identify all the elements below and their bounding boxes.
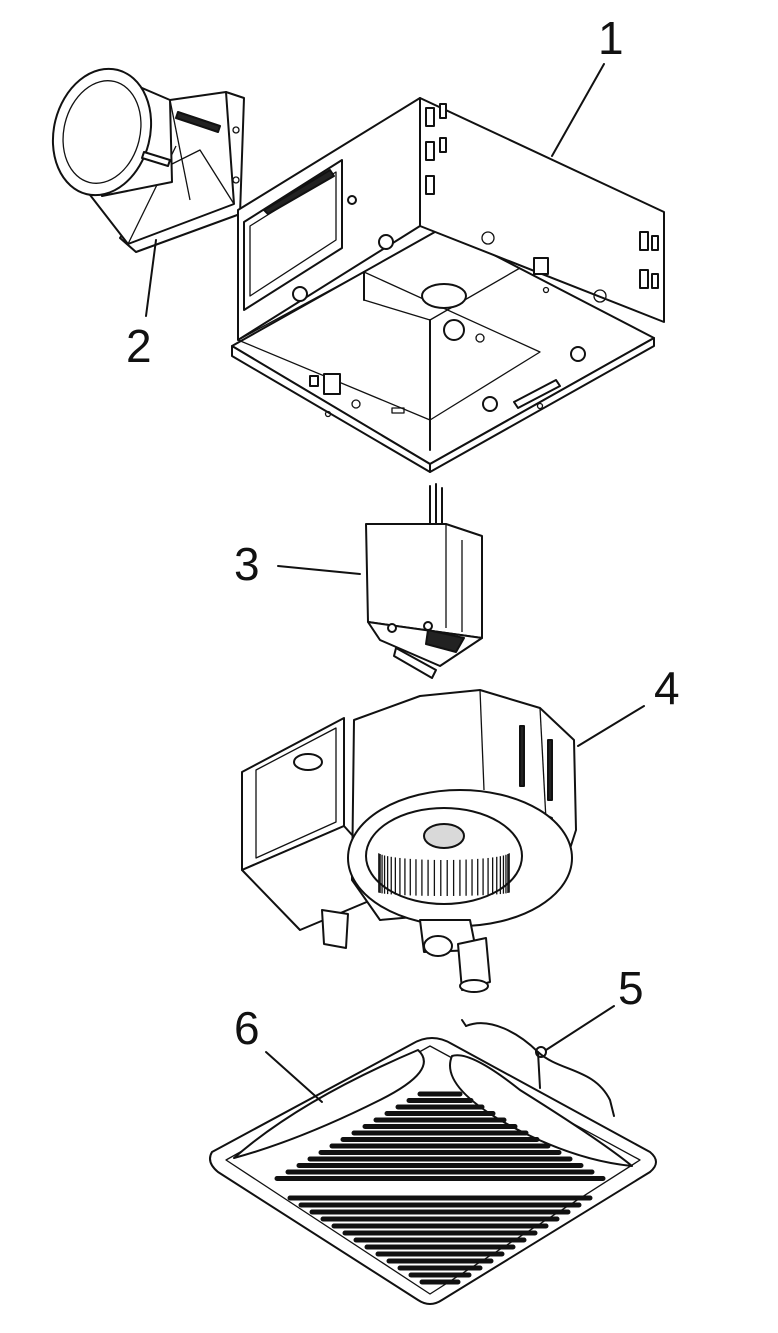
callout-4-label: 4: [654, 662, 680, 714]
receptacle-box: [365, 483, 483, 679]
callout-6-label: 6: [234, 1002, 260, 1054]
blower-assembly: [241, 689, 577, 993]
duct-connector: [51, 67, 245, 253]
blower-wheel: [378, 853, 510, 896]
grille: [209, 1037, 657, 1305]
housing: [231, 97, 665, 473]
callout-5-label: 5: [618, 962, 644, 1014]
callout-3-label: 3: [234, 538, 260, 590]
callout-1-label: 1: [598, 12, 624, 64]
callout-lines: [145, 63, 645, 1103]
grille-slots: [274, 1091, 606, 1285]
grille-springs: [461, 1019, 615, 1117]
callout-2-label: 2: [126, 320, 152, 372]
